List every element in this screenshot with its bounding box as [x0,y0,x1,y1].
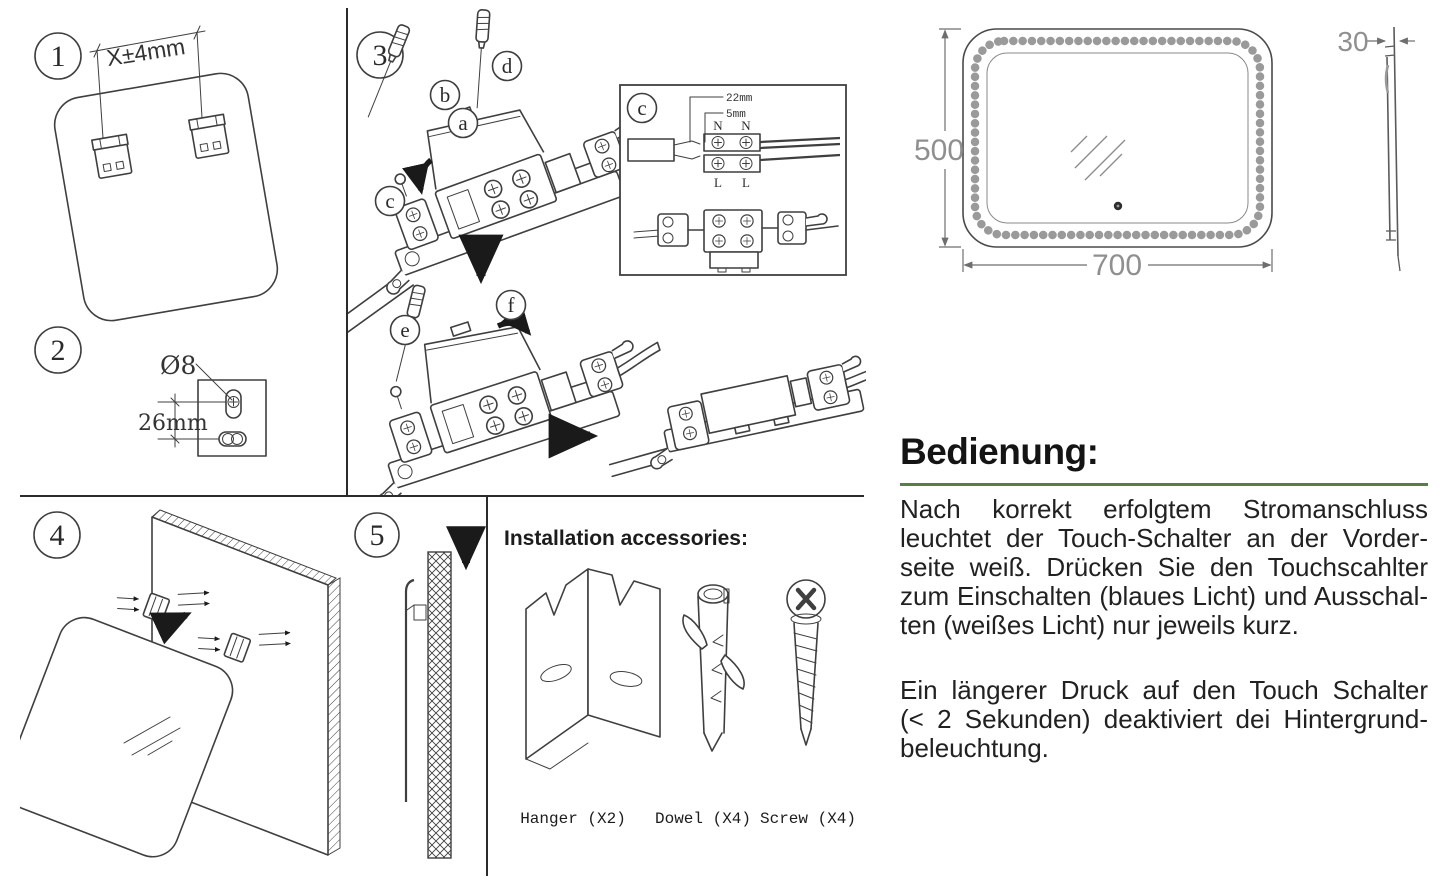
grid-divider-vertical-bottom [486,497,488,876]
inset-strip-dim-label: 22mm [726,93,753,105]
step1-number: 1 [34,32,82,80]
mirror-dimension-drawing: 500 700 30 [914,26,1415,282]
bedienung-title: Bedienung: [900,431,1099,472]
panel-step3-wiring: 3 b a d c [348,8,866,495]
inset-neutral-label-2: N [741,118,751,133]
inset-live-label-2: L [742,175,750,190]
depth-label: 30 [1337,26,1368,57]
para2-line: beleuchtung. [900,733,1049,763]
step3-stage3-closed-connector [608,355,866,478]
step3-stage2-assembly [348,268,686,495]
mirror-side-view: 30 [1337,26,1415,272]
mirror-reflection-lines [1070,135,1126,181]
step2-drill-plate: Ø8 26mm [138,351,267,457]
step4-big-arrow [149,611,192,645]
step3-letter-c: c [374,185,406,217]
accessories-title: Installation accessories: [504,527,748,550]
width-dimension: 700 [962,249,1273,282]
inset-connector-assembly [633,209,839,273]
step3-letter-f: f [495,289,527,321]
step5-mirror-edge [404,578,427,802]
step4-hangers-screws [114,564,293,677]
grid-divider-vertical-top [346,8,348,495]
hanger-accessory [525,568,661,770]
svg-text:2: 2 [51,334,66,367]
para1-line: Nach korrekt erfolgtem Stromanschluss [900,494,1428,524]
step1-dim-label: X±4mm [105,33,187,71]
green-underline [900,483,1428,486]
para1-line: zum Einschalten (blaues Licht) und Aussc… [900,581,1428,611]
height-dimension: 500 [914,28,964,248]
para1-line: seite weiß. Drücken Sie den Touchscahlte… [900,552,1428,582]
panel-step4-mounting: 4 [20,509,341,858]
width-label: 700 [1092,249,1142,282]
svg-text:c: c [637,96,646,120]
inset-live-label-1: L [714,175,722,190]
step2-number: 2 [34,326,82,374]
para1-line: leuchtet der Touch-Schalter an der Vorde… [900,523,1428,553]
inset-strip-dim2-label: 5mm [726,109,746,121]
svg-text:e: e [400,318,409,342]
step5-wall-section [427,551,452,859]
step3-stage1-assembly [348,8,691,335]
step2-spacing-label: 26mm [138,411,208,436]
panel-step1-step2: 1 X±4mm 2 [34,25,279,457]
step3-letter-b: b [429,79,461,111]
dowel-label: Dowel (X4) [655,810,751,828]
svg-text:b: b [440,83,451,107]
svg-text:5: 5 [370,519,385,552]
diagram-grid: 1 X±4mm 2 [20,8,868,880]
para1-line: ten (weißes Licht) nur jeweils kurz. [900,610,1299,640]
step1-mirror-back [53,72,279,322]
svg-text:1: 1 [51,40,66,73]
mirror-front-view [962,28,1273,248]
bedienung-paragraph-1: Nach korrekt erfolgtem Stromanschluss le… [900,495,1428,640]
step3-letter-a: a [447,107,479,139]
step4-number: 4 [33,511,81,559]
panel-accessories: Installation accessories: [504,527,856,828]
svg-text:a: a [458,111,468,135]
step3-inset-letter: c [626,92,658,124]
hanger-label: Hanger (X2) [520,810,626,828]
height-label: 500 [914,134,964,167]
step3-letter-e: e [389,314,421,346]
step4-mirror [20,616,234,858]
bedienung-paragraph-2: Ein längerer Druck auf den Touch Schalte… [900,676,1428,763]
step3-inset-box: c 22mm 5mm N N L [619,84,847,276]
svg-text:d: d [502,54,513,78]
svg-text:f: f [508,293,515,317]
screw-accessory [786,579,826,746]
para2-line: Ein längerer Druck auf den Touch Schalte… [900,675,1428,705]
svg-text:3: 3 [373,39,388,72]
panel-step5-slide: 5 [354,512,486,859]
svg-text:c: c [385,189,394,213]
step5-number: 5 [354,512,400,558]
step2-diameter-label: Ø8 [160,351,196,380]
svg-text:4: 4 [50,519,65,552]
step3-letter-d: d [491,50,523,82]
grid-divider-horizontal [20,495,864,497]
operating-instructions: Bedienung: Nach korrekt erfolgtem Stroma… [900,430,1428,763]
screw-label: Screw (X4) [760,810,856,828]
led-bead-border [970,36,1265,240]
step1-dimension: X±4mm [89,25,206,139]
dowel-accessory [682,584,745,752]
inset-neutral-label-1: N [713,118,723,133]
para2-line: (< 2 Sekunden) deaktiviert dei Hintergru… [900,704,1428,734]
